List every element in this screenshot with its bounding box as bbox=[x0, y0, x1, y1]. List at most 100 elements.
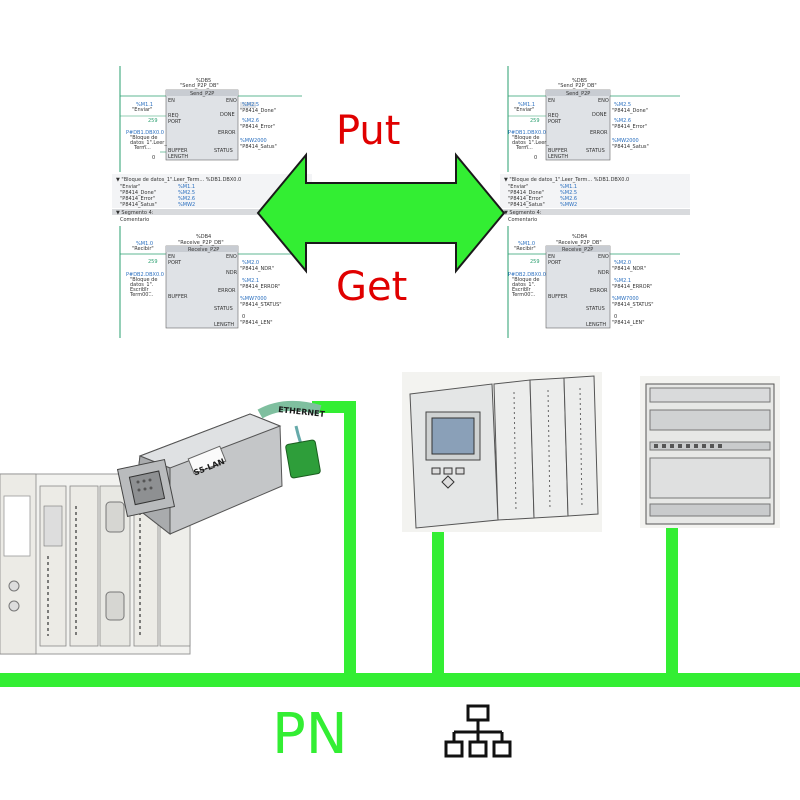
svg-text:"Bloque de: "Bloque de bbox=[130, 135, 157, 141]
svg-text:DONE: DONE bbox=[592, 112, 607, 118]
svg-text:▼ Segmento 4:: ▼ Segmento 4: bbox=[504, 210, 542, 216]
svg-text:"P8414_Satus": "P8414_Satus" bbox=[612, 144, 649, 150]
svg-text:datos_1".Leer_: datos_1".Leer_ bbox=[512, 140, 549, 146]
svg-text:%M2.6: %M2.6 bbox=[614, 118, 631, 124]
svg-text:%M2.0: %M2.0 bbox=[242, 260, 259, 266]
ladder-panel-right: %DB5 "Send_P2P_DB" Send_P2P EN ENO REQ PO… bbox=[500, 64, 690, 340]
svg-text:"P8414_STATUS": "P8414_STATUS" bbox=[240, 302, 282, 308]
svg-text:PORT: PORT bbox=[548, 119, 562, 125]
svg-text:P#DB1.DBX0.0: P#DB1.DBX0.0 bbox=[126, 130, 164, 136]
svg-text:259: 259 bbox=[530, 259, 540, 265]
svg-text:"P8414_Satus": "P8414_Satus" bbox=[240, 144, 277, 150]
svg-text:"Bloque de: "Bloque de bbox=[130, 277, 157, 283]
svg-text:%M2.1: %M2.1 bbox=[242, 278, 259, 284]
svg-text:"Receive_P2P_DB": "Receive_P2P_DB" bbox=[556, 240, 602, 246]
svg-text:datos_1".Leer_: datos_1".Leer_ bbox=[130, 140, 167, 146]
svg-text:EN: EN bbox=[548, 98, 555, 104]
svg-text:"P8414_STATUS": "P8414_STATUS" bbox=[612, 302, 654, 308]
svg-text:REQ: REQ bbox=[548, 113, 559, 119]
svg-text:"P8414_LEN": "P8414_LEN" bbox=[612, 320, 645, 326]
svg-text:NDR: NDR bbox=[226, 270, 238, 276]
svg-text:LENGTH: LENGTH bbox=[214, 322, 234, 328]
svg-text:"P8414_NDR": "P8414_NDR" bbox=[240, 266, 274, 272]
svg-text:Comentario: Comentario bbox=[120, 217, 149, 223]
svg-text:%M2.5: %M2.5 bbox=[560, 190, 577, 196]
svg-text:%M2.6: %M2.6 bbox=[242, 118, 259, 124]
svg-text:EN: EN bbox=[168, 254, 175, 260]
svg-text:%M2.6: %M2.6 bbox=[178, 196, 195, 202]
s7-1500-plc-device bbox=[402, 372, 602, 532]
svg-text:"P8414_ERROR": "P8414_ERROR" bbox=[612, 284, 652, 290]
svg-text:%M1.0: %M1.0 bbox=[136, 241, 153, 247]
svg-text:ENO: ENO bbox=[598, 98, 609, 104]
svg-text:STATUS: STATUS bbox=[586, 148, 605, 154]
svg-text:%DB5: %DB5 bbox=[572, 78, 587, 84]
svg-text:LENGTH: LENGTH bbox=[586, 322, 606, 328]
svg-text:%M2.5: %M2.5 bbox=[242, 102, 259, 108]
network-bus-line bbox=[0, 673, 800, 687]
svg-text:Send_P2P: Send_P2P bbox=[566, 91, 590, 97]
svg-text:datos_1".: datos_1". bbox=[130, 282, 154, 288]
svg-text:P#DB2.DBX0.0: P#DB2.DBX0.0 bbox=[126, 272, 164, 278]
adapter-drop-line bbox=[344, 401, 356, 681]
svg-text:PORT: PORT bbox=[168, 119, 182, 125]
svg-text:%M2.5: %M2.5 bbox=[614, 102, 631, 108]
svg-text:"Bloque de: "Bloque de bbox=[512, 277, 539, 283]
svg-text:"P8414_Error": "P8414_Error" bbox=[120, 196, 155, 202]
svg-text:%M1.1: %M1.1 bbox=[178, 184, 195, 190]
cpu1200-drop-line bbox=[666, 524, 678, 678]
svg-text:%M2.0: %M2.0 bbox=[614, 260, 631, 266]
svg-text:Receive_P2P: Receive_P2P bbox=[188, 247, 219, 253]
svg-text:"P8414_Error": "P8414_Error" bbox=[612, 124, 647, 130]
svg-text:"P8414_NDR": "P8414_NDR" bbox=[612, 266, 646, 272]
s7-1200-plc-device bbox=[640, 376, 780, 528]
svg-text:Escribir_: Escribir_ bbox=[130, 287, 152, 293]
svg-text:"P8414_Done": "P8414_Done" bbox=[508, 190, 544, 196]
svg-text:Term00...: Term00... bbox=[129, 292, 154, 298]
svg-text:"Send_P2P_DB": "Send_P2P_DB" bbox=[180, 83, 219, 89]
svg-text:ENO: ENO bbox=[226, 254, 237, 260]
svg-text:BUFFER: BUFFER bbox=[548, 294, 568, 300]
svg-text:ERROR: ERROR bbox=[218, 288, 236, 294]
svg-text:"Enviar": "Enviar" bbox=[508, 184, 528, 190]
svg-text:STATUS: STATUS bbox=[586, 306, 605, 312]
svg-text:%MW7000: %MW7000 bbox=[240, 296, 267, 302]
svg-text:"P8414_Satus": "P8414_Satus" bbox=[120, 202, 157, 208]
svg-text:P#DB1.DBX0.0: P#DB1.DBX0.0 bbox=[508, 130, 546, 136]
svg-text:%M1.1: %M1.1 bbox=[518, 102, 535, 108]
cpu1500-drop-line bbox=[432, 528, 444, 678]
svg-text:BUFFER: BUFFER bbox=[168, 148, 188, 154]
svg-text:%DB4: %DB4 bbox=[572, 234, 587, 240]
get-label: Get bbox=[336, 264, 408, 310]
send-db-label: %DB5 bbox=[196, 78, 211, 84]
svg-text:Term...: Term... bbox=[515, 145, 533, 151]
svg-text:"P8414_Done": "P8414_Done" bbox=[120, 190, 156, 196]
svg-text:BUFFER: BUFFER bbox=[548, 148, 568, 154]
svg-text:Term...: Term... bbox=[133, 145, 151, 151]
svg-text:"P8414_LEN": "P8414_LEN" bbox=[240, 320, 273, 326]
svg-text:%MW7000: %MW7000 bbox=[612, 296, 639, 302]
svg-text:"Enviar": "Enviar" bbox=[514, 107, 534, 113]
svg-text:BUFFER: BUFFER bbox=[168, 294, 188, 300]
svg-text:"Recibir": "Recibir" bbox=[514, 246, 536, 252]
svg-text:0: 0 bbox=[152, 155, 155, 161]
svg-text:%M1.1: %M1.1 bbox=[136, 102, 153, 108]
svg-text:REQ: REQ bbox=[168, 113, 179, 119]
svg-text:%MW2: %MW2 bbox=[560, 202, 577, 208]
svg-text:0: 0 bbox=[534, 155, 537, 161]
svg-text:%M2.6: %M2.6 bbox=[560, 196, 577, 202]
svg-text:%MW2: %MW2 bbox=[178, 202, 195, 208]
var-header: ▼ "Bloque de datos_1".Leer_Term... %DB1.… bbox=[116, 177, 241, 183]
svg-text:"Send_P2P_DB": "Send_P2P_DB" bbox=[558, 83, 597, 89]
svg-text:STATUS: STATUS bbox=[214, 148, 233, 154]
svg-text:P#DB2.DBX0.0: P#DB2.DBX0.0 bbox=[508, 272, 546, 278]
svg-text:ERROR: ERROR bbox=[590, 130, 608, 136]
svg-text:EN: EN bbox=[548, 254, 555, 260]
svg-text:0: 0 bbox=[614, 314, 617, 320]
svg-text:"P8414_Done": "P8414_Done" bbox=[612, 108, 648, 114]
svg-text:datos_1".: datos_1". bbox=[512, 282, 536, 288]
svg-text:LENGTH: LENGTH bbox=[168, 154, 188, 160]
svg-text:Term00...: Term00... bbox=[511, 292, 536, 298]
svg-text:NDR: NDR bbox=[598, 270, 610, 276]
